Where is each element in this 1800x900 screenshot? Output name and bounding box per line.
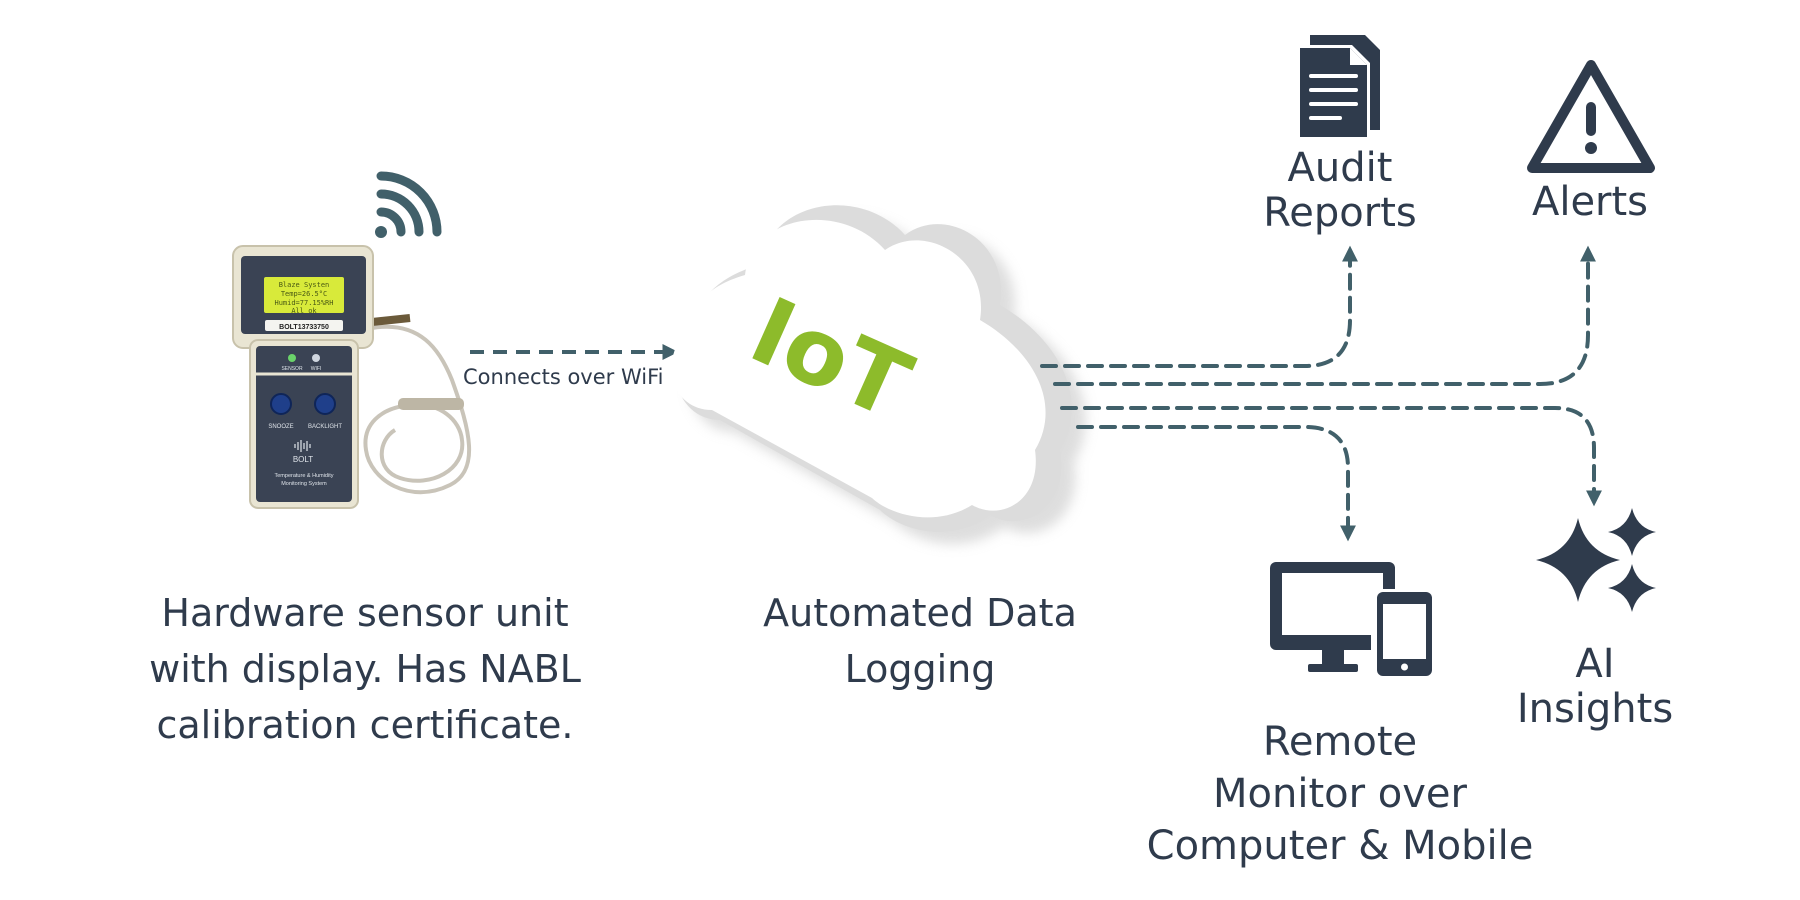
hardware-caption-line-1: Hardware sensor unit (161, 591, 569, 635)
lcd-line-4: All ok (291, 307, 317, 315)
lcd-line-1: Blaze Systen (279, 281, 330, 289)
led-label-wifi: WIFI (311, 366, 322, 372)
ai-label-line-1: AI (1575, 641, 1615, 687)
hardware-caption-line-3: calibration certificate. (156, 703, 574, 747)
button-label-backlight: BACKLIGHT (308, 424, 342, 430)
remote-label-line-1: Remote (1262, 719, 1418, 765)
audit-label-line-1: Audit (1287, 145, 1393, 191)
button-label-snooze: SNOOZE (268, 424, 293, 430)
logging-caption: Automated Data Logging (740, 585, 1100, 697)
hardware-sensor-device: Blaze Systen Temp=26.5°C Humid=77.15%RH … (232, 245, 471, 509)
lcd-line-2: Temp=26.5°C (281, 290, 327, 298)
device-product-line-2: Monitoring System (281, 481, 327, 487)
device-brand: BOLT (293, 455, 313, 464)
device-serial: BOLT13733750 (279, 324, 329, 331)
lcd-line-3: Humid=77.15%RH (274, 299, 333, 307)
sparkles-icon (1536, 508, 1656, 612)
hardware-caption-line-2: with display. Has NABL (149, 647, 581, 691)
remote-label-line-3: Computer & Mobile (1146, 823, 1534, 869)
logging-caption-line-1: Automated Data (763, 591, 1077, 635)
logging-caption-line-2: Logging (844, 647, 996, 691)
remote-monitor-label: Remote Monitor over Computer & Mobile (1130, 716, 1550, 872)
ai-label-line-2: Insights (1516, 686, 1674, 732)
hardware-caption: Hardware sensor unit with display. Has N… (110, 585, 620, 753)
arrow-to-ai-insights (1060, 406, 1602, 507)
warning-icon (1527, 60, 1655, 173)
device-product-line-1: Temperature & Humidity (275, 473, 334, 479)
alerts-label-line-1: Alerts (1531, 179, 1649, 225)
alerts-label: Alerts (1490, 180, 1690, 225)
arrow-to-audit-reports (1040, 245, 1358, 368)
ai-insights-label: AI Insights (1490, 642, 1700, 732)
audit-label-line-2: Reports (1263, 190, 1417, 236)
monitor-phone-icon (1270, 562, 1433, 677)
connection-label: Connects over WiFi (463, 365, 664, 389)
iot-cloud: IoT (671, 205, 1086, 544)
audit-reports-label: Audit Reports (1230, 146, 1450, 236)
arrow-to-remote-monitor (1076, 425, 1356, 542)
arrow-to-alerts (1053, 245, 1596, 386)
wifi-icon (375, 171, 442, 238)
remote-label-line-2: Monitor over (1213, 771, 1467, 817)
led-label-sensor: SENSOR (281, 366, 303, 372)
document-icon (1297, 35, 1380, 140)
